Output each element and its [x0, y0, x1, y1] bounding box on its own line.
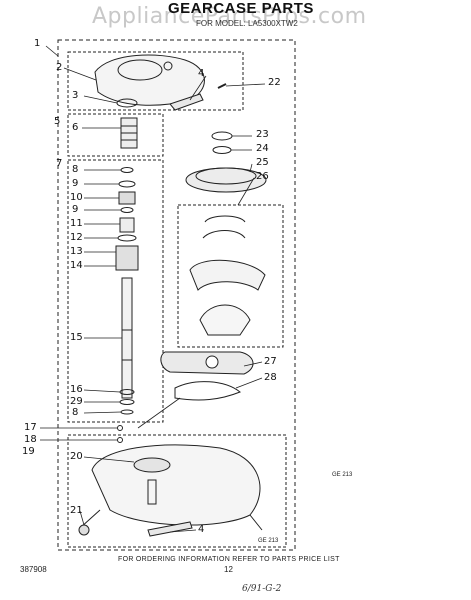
callout-20: 20	[70, 451, 83, 462]
callout-16: 16	[70, 384, 83, 395]
model-number: FOR MODEL: LA5300XTW2	[196, 19, 298, 28]
cover-frame	[67, 51, 244, 111]
callout-12: 12	[70, 232, 83, 243]
callout-15: 15	[70, 332, 83, 343]
diagram-code-bottom: GE 213	[258, 538, 279, 544]
clutch-assembly	[115, 245, 139, 271]
diagram-code-right: GE 213	[332, 472, 353, 478]
callout-17: 17	[24, 422, 37, 433]
document-number: 387908	[20, 565, 47, 574]
callout-8-bottom: 8	[72, 407, 79, 418]
washer	[211, 131, 233, 141]
callout-27: 27	[264, 356, 277, 367]
callout-29: 29	[70, 396, 83, 407]
drive-gear	[185, 167, 267, 193]
callout-26: 26	[256, 171, 269, 182]
ordering-note: FOR ORDERING INFORMATION REFER TO PARTS …	[118, 556, 340, 563]
callout-25: 25	[256, 157, 269, 168]
callout-18: 18	[24, 434, 37, 445]
callout-8-top: 8	[72, 164, 79, 175]
screw	[217, 83, 227, 89]
callout-9-top: 9	[72, 178, 79, 189]
callout-4-bottom: 4	[198, 524, 205, 535]
shaft-frame	[67, 159, 164, 423]
shift-fork	[189, 259, 266, 291]
watermark-text: AppliancePartsPros.com	[92, 4, 367, 29]
callout-6: 6	[72, 122, 79, 133]
bushing	[78, 524, 90, 536]
shifter-spring	[202, 215, 246, 239]
callout-9-mid: 9	[72, 204, 79, 215]
callout-28: 28	[264, 372, 277, 383]
brake-spring	[174, 381, 241, 401]
retaining-ring	[212, 146, 232, 154]
agitator-shaft	[121, 277, 133, 399]
callout-11: 11	[70, 218, 83, 229]
callout-3: 3	[72, 90, 79, 101]
gearcase-base	[91, 444, 261, 526]
callout-5: 5	[54, 116, 61, 127]
page-number: 12	[224, 565, 233, 574]
page-title: GEARCASE PARTS	[168, 0, 314, 17]
callout-19: 19	[22, 446, 35, 457]
callout-7: 7	[56, 158, 63, 169]
callout-2: 2	[56, 62, 63, 73]
callout-23: 23	[256, 129, 269, 140]
callout-24: 24	[256, 143, 269, 154]
callout-1: 1	[34, 38, 41, 49]
assembly-frame	[57, 39, 296, 551]
callout-21: 21	[70, 505, 83, 516]
callout-4-top: 4	[198, 68, 205, 79]
callout-22: 22	[268, 77, 281, 88]
pinion-frame	[67, 113, 164, 157]
callout-14: 14	[70, 260, 83, 271]
handwritten-note: 6/91-G-2	[242, 584, 282, 594]
shifter-frame	[177, 204, 284, 348]
callout-10: 10	[70, 192, 83, 203]
callout-13: 13	[70, 246, 83, 257]
